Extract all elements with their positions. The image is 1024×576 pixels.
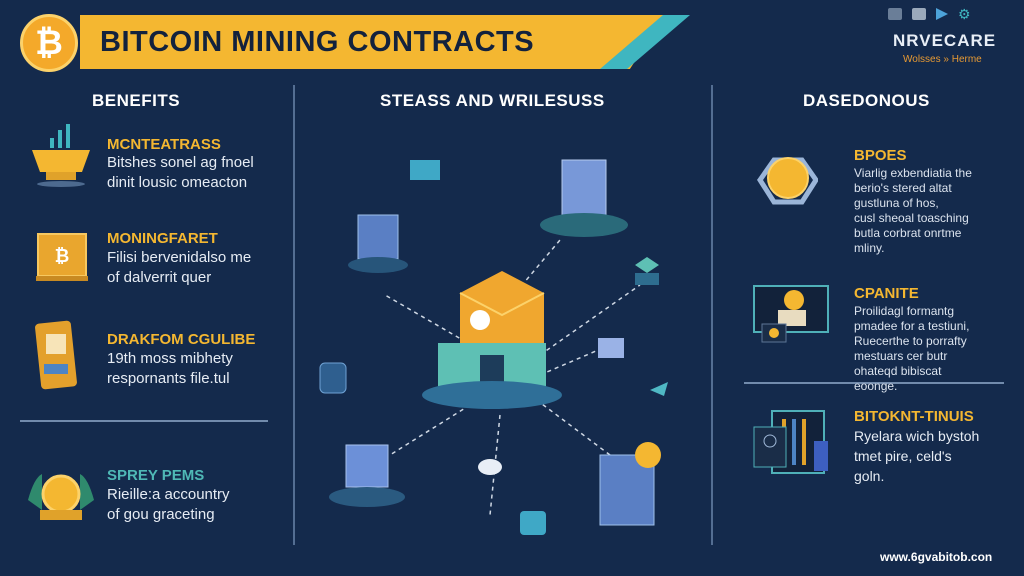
top-icons: ⚙ [888,6,971,22]
benefit-title: MONINGFARET [107,230,218,247]
bitcoin-logo: ₿ [20,14,78,72]
server-monitor-icon [753,410,828,474]
camera-icon [888,8,902,20]
mining-network-diagram [319,159,668,535]
benefit-title: MCNTEATRASS [107,136,221,153]
benefits-heading: BENEFITS [92,91,181,110]
center-heading: STEASS AND WRILESUSS [380,91,605,110]
website-url[interactable]: www.6gvabitob.con [880,550,993,564]
divider-benefits [20,420,268,422]
mining-cart-icon [32,124,90,187]
right-item-title: BITOKNT-TINUIS [854,408,974,425]
right-item-title: CPANITE [854,285,919,302]
svg-text:₿: ₿ [55,246,70,266]
divider-right-section [744,382,1004,384]
coin-trophy-icon [28,474,94,520]
title-banner [80,15,665,69]
folder-icon [912,8,926,20]
page-title: BITCOIN MINING CONTRACTS [100,26,535,58]
dashboard-screen-icon [753,285,829,343]
brand-name: NRVECARE [893,31,997,50]
play-icon [936,8,948,20]
breadcrumb[interactable]: Wolsses » Herme [903,54,982,65]
bitcoin-safe-icon: ₿ [36,233,88,281]
right-item-title: BPOES [854,147,907,164]
benefit-title: SPREY PEMS [107,467,205,484]
divider-right [711,85,713,545]
gear-icon: ⚙ [958,6,971,22]
phone-wallet-icon [35,320,77,390]
divider-left [293,85,295,545]
benefit-title: DRAKFOM CGULIBE [107,331,256,348]
right-heading: DASEDONOUS [803,91,930,110]
bitcoin-coin-icon [756,157,818,205]
